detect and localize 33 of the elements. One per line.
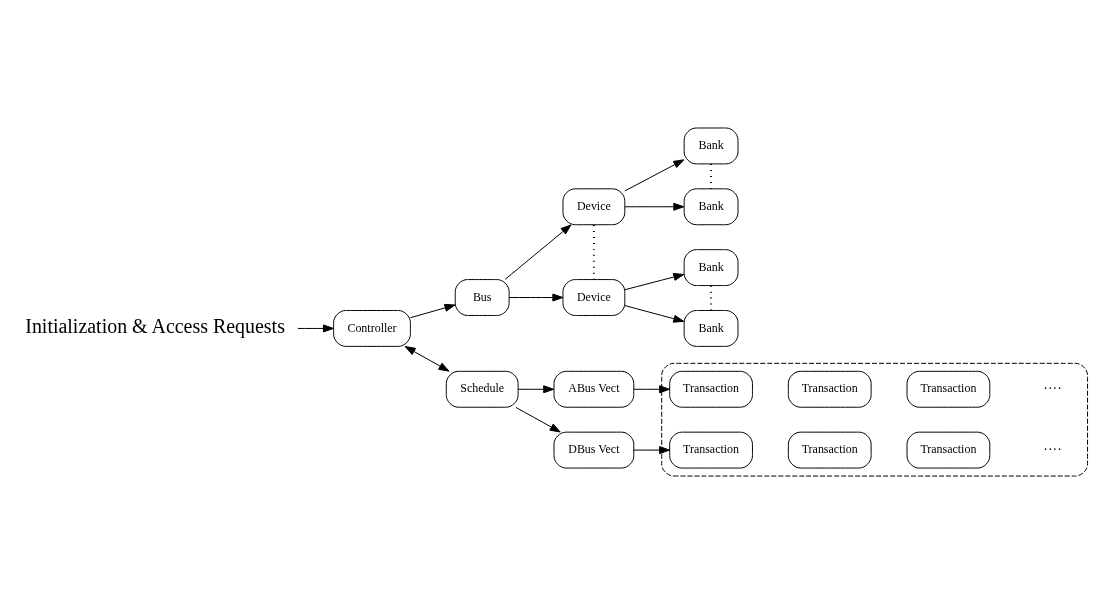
node-box: Transaction [787,370,872,408]
node-box: Controller [333,310,411,347]
node-box: Transaction [906,370,991,408]
node-box: Transaction [906,431,991,469]
arrow [633,446,671,455]
arrow [404,346,450,372]
node-box: Bus [454,279,510,316]
arrow [504,224,572,280]
label: ···· [1043,380,1062,396]
arrow [508,293,564,302]
node-box: Transaction [669,431,753,469]
arrow [624,273,685,291]
node-box: DBus Vect [553,431,635,469]
node-box: Device [562,188,626,226]
node-box: Bank [683,188,739,226]
arrow [624,159,685,192]
node-box: Transaction [787,431,872,469]
arrow [297,324,334,333]
arrow [410,303,456,319]
arrow [633,385,671,394]
node-box: Schedule [445,370,519,408]
node-text: Initialization & Access Requests [25,315,285,338]
arrow [515,406,561,433]
node-box: Bank [683,310,739,347]
arrow [517,385,555,394]
arrow [624,202,685,211]
node-box: ABus Vect [553,370,635,408]
node-box: Bank [683,127,739,165]
arrow [624,305,685,323]
node-box: Transaction [669,370,753,408]
node-box: Device [562,279,626,316]
node-box: Bank [683,249,739,287]
label: ···· [1043,441,1062,457]
